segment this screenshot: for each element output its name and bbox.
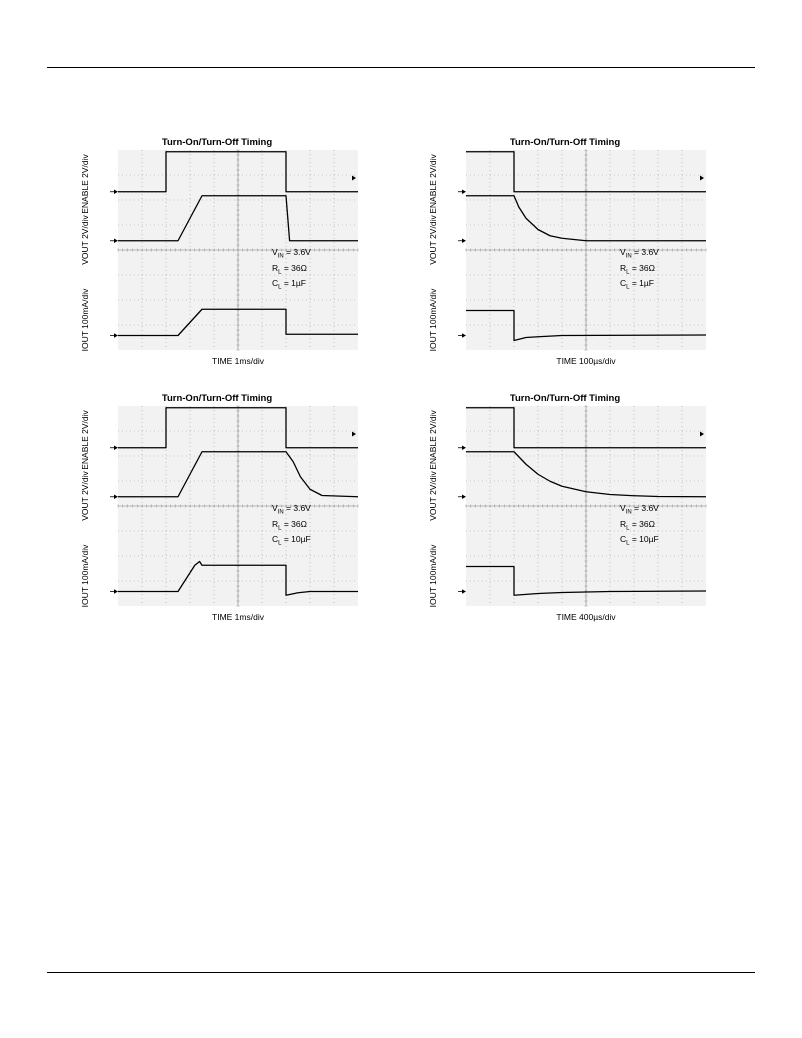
y-label-iout: IOUT 100mA/div	[80, 288, 90, 352]
ground-arrow-iout	[114, 589, 118, 594]
ground-arrow-enable	[462, 445, 466, 450]
trace-iout	[466, 309, 707, 342]
time-axis-label: TIME 1ms/div	[212, 612, 264, 622]
y-label-iout: IOUT 100mA/div	[80, 544, 90, 608]
scope-panel-4: Turn-On/Turn-Off Timing ENABLE 2V/div VO…	[424, 393, 707, 633]
condition-cl: CL = 10µF	[620, 534, 659, 548]
trace-enable	[466, 407, 706, 449]
time-axis-label: TIME 100µs/div	[556, 356, 616, 366]
y-label-iout: IOUT 100mA/div	[428, 544, 438, 608]
scope-panel-2: Turn-On/Turn-Off Timing ENABLE 2V/div VO…	[424, 137, 707, 377]
ground-arrow-vout	[114, 238, 118, 243]
trace-vout	[118, 195, 358, 242]
trace-iout	[466, 565, 707, 596]
y-label-vout: VOUT 2V/div	[428, 215, 438, 265]
trace-enable	[118, 151, 358, 193]
condition-rl: RL = 36Ω	[272, 262, 307, 276]
test-conditions: VIN = 3.6V RL = 36Ω CL = 10µF	[272, 503, 311, 550]
trace-iout	[118, 560, 358, 596]
ground-arrow-iout	[462, 333, 466, 338]
panel-title: Turn-On/Turn-Off Timing	[509, 393, 621, 404]
scope-screen	[110, 405, 359, 607]
ground-arrow-enable	[114, 445, 118, 450]
trigger-level-marker	[352, 431, 356, 437]
scope-plot	[110, 405, 359, 607]
trigger-level-marker	[352, 175, 356, 181]
trace-vout	[118, 451, 359, 498]
ground-arrow-enable	[462, 189, 466, 194]
trace-iout	[118, 308, 358, 337]
test-conditions: VIN = 3.6V RL = 36Ω CL = 1µF	[272, 247, 311, 294]
ground-arrow-vout	[462, 494, 466, 499]
y-label-enable: ENABLE 2V/div	[80, 154, 90, 214]
condition-cl: CL = 1µF	[620, 278, 654, 292]
scope-plot	[458, 405, 707, 607]
trace-enable	[466, 151, 706, 193]
scope-screen	[110, 149, 359, 351]
condition-rl: RL = 36Ω	[620, 518, 655, 532]
time-axis-label: TIME 1ms/div	[212, 356, 264, 366]
y-axis-labels: ENABLE 2V/div VOUT 2V/div IOUT 100mA/div	[424, 406, 466, 607]
y-axis-labels: ENABLE 2V/div VOUT 2V/div IOUT 100mA/div	[76, 150, 118, 351]
scope-panel-3: Turn-On/Turn-Off Timing ENABLE 2V/div VO…	[76, 393, 359, 633]
ground-arrow-vout	[462, 238, 466, 243]
test-conditions: VIN = 3.6V RL = 36Ω CL = 1µF	[620, 247, 659, 294]
condition-vin: VIN = 3.6V	[620, 503, 659, 516]
y-label-vout: VOUT 2V/div	[80, 215, 90, 265]
y-axis-labels: ENABLE 2V/div VOUT 2V/div IOUT 100mA/div	[76, 406, 118, 607]
condition-vin: VIN = 3.6V	[272, 503, 311, 516]
scope-plot	[458, 149, 707, 351]
panel-title: Turn-On/Turn-Off Timing	[509, 137, 621, 148]
ground-arrow-vout	[114, 494, 118, 499]
time-axis-label: TIME 400µs/div	[556, 612, 616, 622]
header-rule	[47, 67, 755, 68]
y-label-enable: ENABLE 2V/div	[428, 410, 438, 470]
ground-arrow-iout	[114, 333, 118, 338]
condition-rl: RL = 36Ω	[620, 262, 655, 276]
scope-plot	[110, 149, 359, 351]
y-label-vout: VOUT 2V/div	[428, 471, 438, 521]
condition-cl: CL = 10µF	[272, 534, 311, 548]
trigger-level-marker	[700, 175, 704, 181]
y-label-enable: ENABLE 2V/div	[80, 410, 90, 470]
y-label-enable: ENABLE 2V/div	[428, 154, 438, 214]
ground-arrow-enable	[114, 189, 118, 194]
trigger-level-marker	[700, 431, 704, 437]
condition-rl: RL = 36Ω	[272, 518, 307, 532]
test-conditions: VIN = 3.6V RL = 36Ω CL = 10µF	[620, 503, 659, 550]
condition-cl: CL = 1µF	[272, 278, 306, 292]
y-label-vout: VOUT 2V/div	[80, 471, 90, 521]
panel-title: Turn-On/Turn-Off Timing	[161, 137, 273, 148]
footer-rule	[47, 972, 755, 973]
trace-vout	[466, 195, 706, 242]
y-axis-labels: ENABLE 2V/div VOUT 2V/div IOUT 100mA/div	[424, 150, 466, 351]
condition-vin: VIN = 3.6V	[272, 247, 311, 260]
scope-screen	[458, 405, 707, 607]
trace-vout	[466, 451, 707, 498]
ground-arrow-iout	[462, 589, 466, 594]
condition-vin: VIN = 3.6V	[620, 247, 659, 260]
panel-title: Turn-On/Turn-Off Timing	[161, 393, 273, 404]
scope-panel-1: Turn-On/Turn-Off Timing ENABLE 2V/div VO…	[76, 137, 359, 377]
trace-enable	[118, 407, 358, 449]
y-label-iout: IOUT 100mA/div	[428, 288, 438, 352]
scope-screen	[458, 149, 707, 351]
